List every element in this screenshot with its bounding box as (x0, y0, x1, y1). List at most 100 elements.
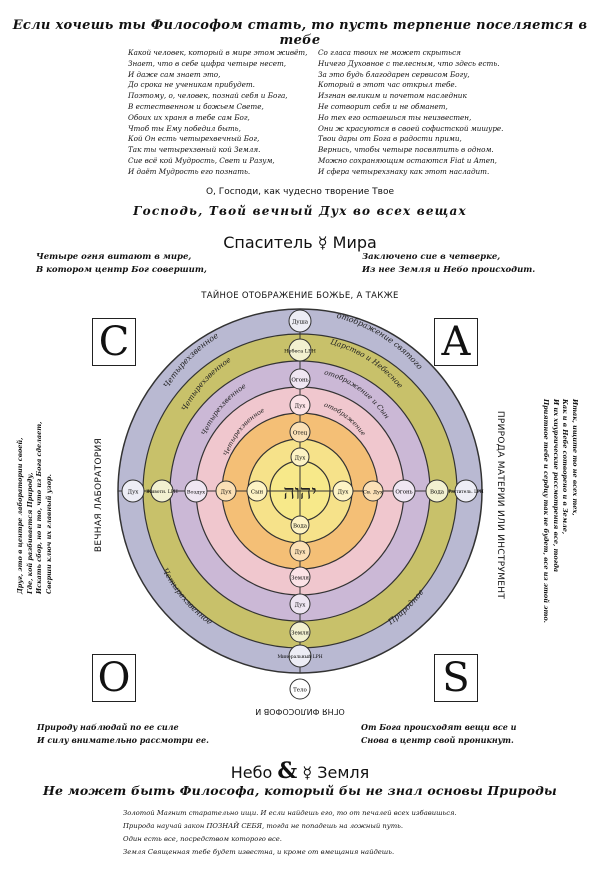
quote-line: И силу внимательно рассмотри ее. (37, 735, 209, 745)
svg-text:Сын: Сын (251, 490, 264, 496)
node-top-4: Отец (289, 421, 311, 443)
svg-text:Воздух: Воздух (187, 490, 205, 496)
tetragrammaton: יהוה (283, 480, 316, 504)
verse-column-right: Со гласа твоих не может скрыться Ничего … (318, 48, 503, 178)
savior-heading: Спаситель ☿ Мира (223, 233, 377, 252)
node-left-3: Дух (215, 480, 237, 502)
svg-text:Дух: Дух (128, 490, 140, 496)
svg-text:Дух: Дух (221, 490, 233, 496)
node-left-1: Животн. LPH (146, 479, 178, 503)
bottom-quote-left: Природу наблюдай по ее силе И силу внима… (37, 721, 209, 747)
svg-text:Вода: Вода (430, 490, 445, 496)
verse-line: Они ж красуются в своей софистской мишур… (318, 123, 504, 133)
verse-line: Который в этот час открыл тебе. (318, 80, 457, 90)
svg-text:Земля: Земля (291, 631, 309, 637)
node-top-1: Небеса LPH (284, 338, 316, 362)
bottom-line: Один есть все, посредством которого все. (123, 835, 282, 843)
verse-line: Ничего Духовное с телесным, что здесь ес… (318, 58, 500, 68)
verse-line: До срока не ученикам прибудет. (128, 80, 255, 90)
svg-text:Душа: Душа (292, 320, 309, 326)
node-right-2: Огонь (392, 479, 416, 503)
quote-line: От Бога происходят вещи все и (361, 722, 517, 732)
verse-line: И сфера четырехзнаку как этот насладит. (318, 166, 490, 176)
bottom-line: Земля Священная тебе будет известна, и к… (123, 848, 395, 856)
node-bottom-0: Вода (290, 515, 310, 535)
svg-text:Дух: Дух (295, 404, 307, 410)
verse-line: И даёт Мудрость его познать. (128, 166, 251, 176)
svg-text:Огонь: Огонь (291, 378, 308, 384)
verse-line: Обоих их храня в тебе сам Бог, (128, 112, 250, 122)
verse-line: Твои дары от Бога в радости прими, (318, 134, 462, 144)
heaven-earth-heading: Небо & ☿ Земля (0, 758, 600, 784)
svg-text:Животн. LPH: Животн. LPH (146, 489, 178, 495)
verse-column-left: Какой человек, который в мире этом живёт… (128, 48, 307, 178)
page-title: Если хочешь ты Философом стать, то пусть… (12, 18, 588, 48)
quote-line: Природу наблюдай по ее силе (37, 722, 179, 732)
node-bottom-5: Минеральный LPH (277, 644, 323, 668)
quote-left: Четыре огня витают в мире, В котором цен… (36, 251, 207, 277)
letter-s: S (434, 654, 478, 702)
earth-word: ☿ Земля (302, 763, 370, 782)
quote-line: Четыре огня витают в мире, (36, 252, 192, 262)
svg-text:Раститель. LPH: Раститель. LPH (448, 490, 484, 495)
letter-a: A (434, 318, 478, 366)
svg-text:Земля: Земля (291, 576, 309, 582)
svg-text:Отец: Отец (293, 431, 308, 437)
diagram-top-caption: ТАЙНОЕ ОТОБРАЖЕНИЕ БОЖЬЕ, А ТАКЖЕ (201, 291, 399, 301)
node-top-0: Душа (288, 309, 312, 333)
svg-text:Дух: Дух (295, 456, 307, 462)
diagram-bottom-caption: ОГНЯ ФИЛОСОФОВ И (255, 707, 345, 716)
verse-line: Какой человек, который в мире этом живёт… (128, 48, 308, 57)
node-bottom-1: Дух (289, 540, 311, 562)
svg-text:Вода: Вода (293, 524, 308, 530)
svg-text:Дух: Дух (295, 603, 307, 609)
svg-text:Минеральный LPH: Минеральный LPH (277, 654, 322, 660)
bottom-line: Золотой Магнит старательно ищи. И если н… (123, 809, 457, 817)
verse-line: Можно сохраняющим остаются Fiat и Amen, (318, 155, 497, 165)
node-right-0: Дух (332, 480, 354, 502)
verse-line: Сие всё кой Мудрость, Свет и Разум, (128, 155, 275, 165)
node-left-4: Сын (246, 480, 268, 502)
verse-line: Поэтому, о, человек, познай себя и Бога, (128, 91, 288, 101)
letter-c: C (92, 318, 136, 366)
node-bottom-6: Тело (289, 678, 311, 700)
quote-line: Заключено сие в четверке, (362, 252, 501, 262)
bottom-lines: Золотой Магнит старательно ищи. И если н… (123, 807, 457, 859)
bottom-quote-right: От Бога происходят вещи все и Снова в це… (361, 721, 516, 747)
verse-line: Чтоб ты Ему победил быть, (128, 123, 241, 133)
svg-text:Дух: Дух (338, 490, 350, 496)
svg-text:Тело: Тело (293, 688, 307, 694)
quote-line: Из нее Земля и Небо происходит. (362, 265, 536, 275)
node-left-0: Дух (121, 479, 145, 503)
verse-line: В естественном и божьем Свете, (128, 101, 264, 111)
quote-right: Заключено сие в четверке, Из нее Земля и… (362, 251, 535, 277)
verse-line: Знает, что в себе цифра четыре несет, (128, 58, 287, 68)
quote-line: В котором центр Бог совершит, (36, 265, 207, 275)
verse-line: Но тех его остаешься ты неизвестен, (318, 112, 472, 122)
svg-text:Огонь: Огонь (395, 490, 412, 496)
verse-line: И даже сам знает это, (128, 69, 221, 79)
subtitle: О, Господи, как чудесно творение Твое (205, 187, 395, 197)
verse-line: Вернись, чтобы четыре посвятить в одном. (318, 145, 494, 155)
svg-text:Св. Дух: Св. Дух (363, 490, 383, 496)
node-bottom-2: Земля (289, 566, 311, 588)
heaven-word: Небо (230, 763, 273, 782)
node-right-3: Вода (425, 479, 449, 503)
node-left-2: Воздух (184, 479, 208, 503)
verse-line: Так ты четырехзвный кой Земля. (128, 145, 261, 155)
svg-text:Дух: Дух (295, 550, 307, 556)
node-top-3: Дух (289, 394, 311, 416)
ampersand: & (277, 758, 298, 784)
motto: Господь, Твой вечный Дух во всех вещах (133, 204, 467, 218)
verse-line: Изгнан великим и почетом наследник (318, 91, 467, 101)
svg-text:Небеса LPH: Небеса LPH (284, 348, 316, 355)
node-bottom-4: Земля (289, 621, 311, 643)
letter-o: O (92, 654, 136, 702)
quote-line: Снова в центр свой проникнут. (361, 735, 514, 745)
verse-line: Не сотворит себя и не обманет, (318, 101, 448, 111)
verse-line: Кой Он есть четырехвечный Бог, (128, 134, 260, 144)
node-right-1: Св. Дух (362, 480, 384, 502)
verse-line: За это будь благодарен сервисом Богу, (318, 69, 470, 79)
